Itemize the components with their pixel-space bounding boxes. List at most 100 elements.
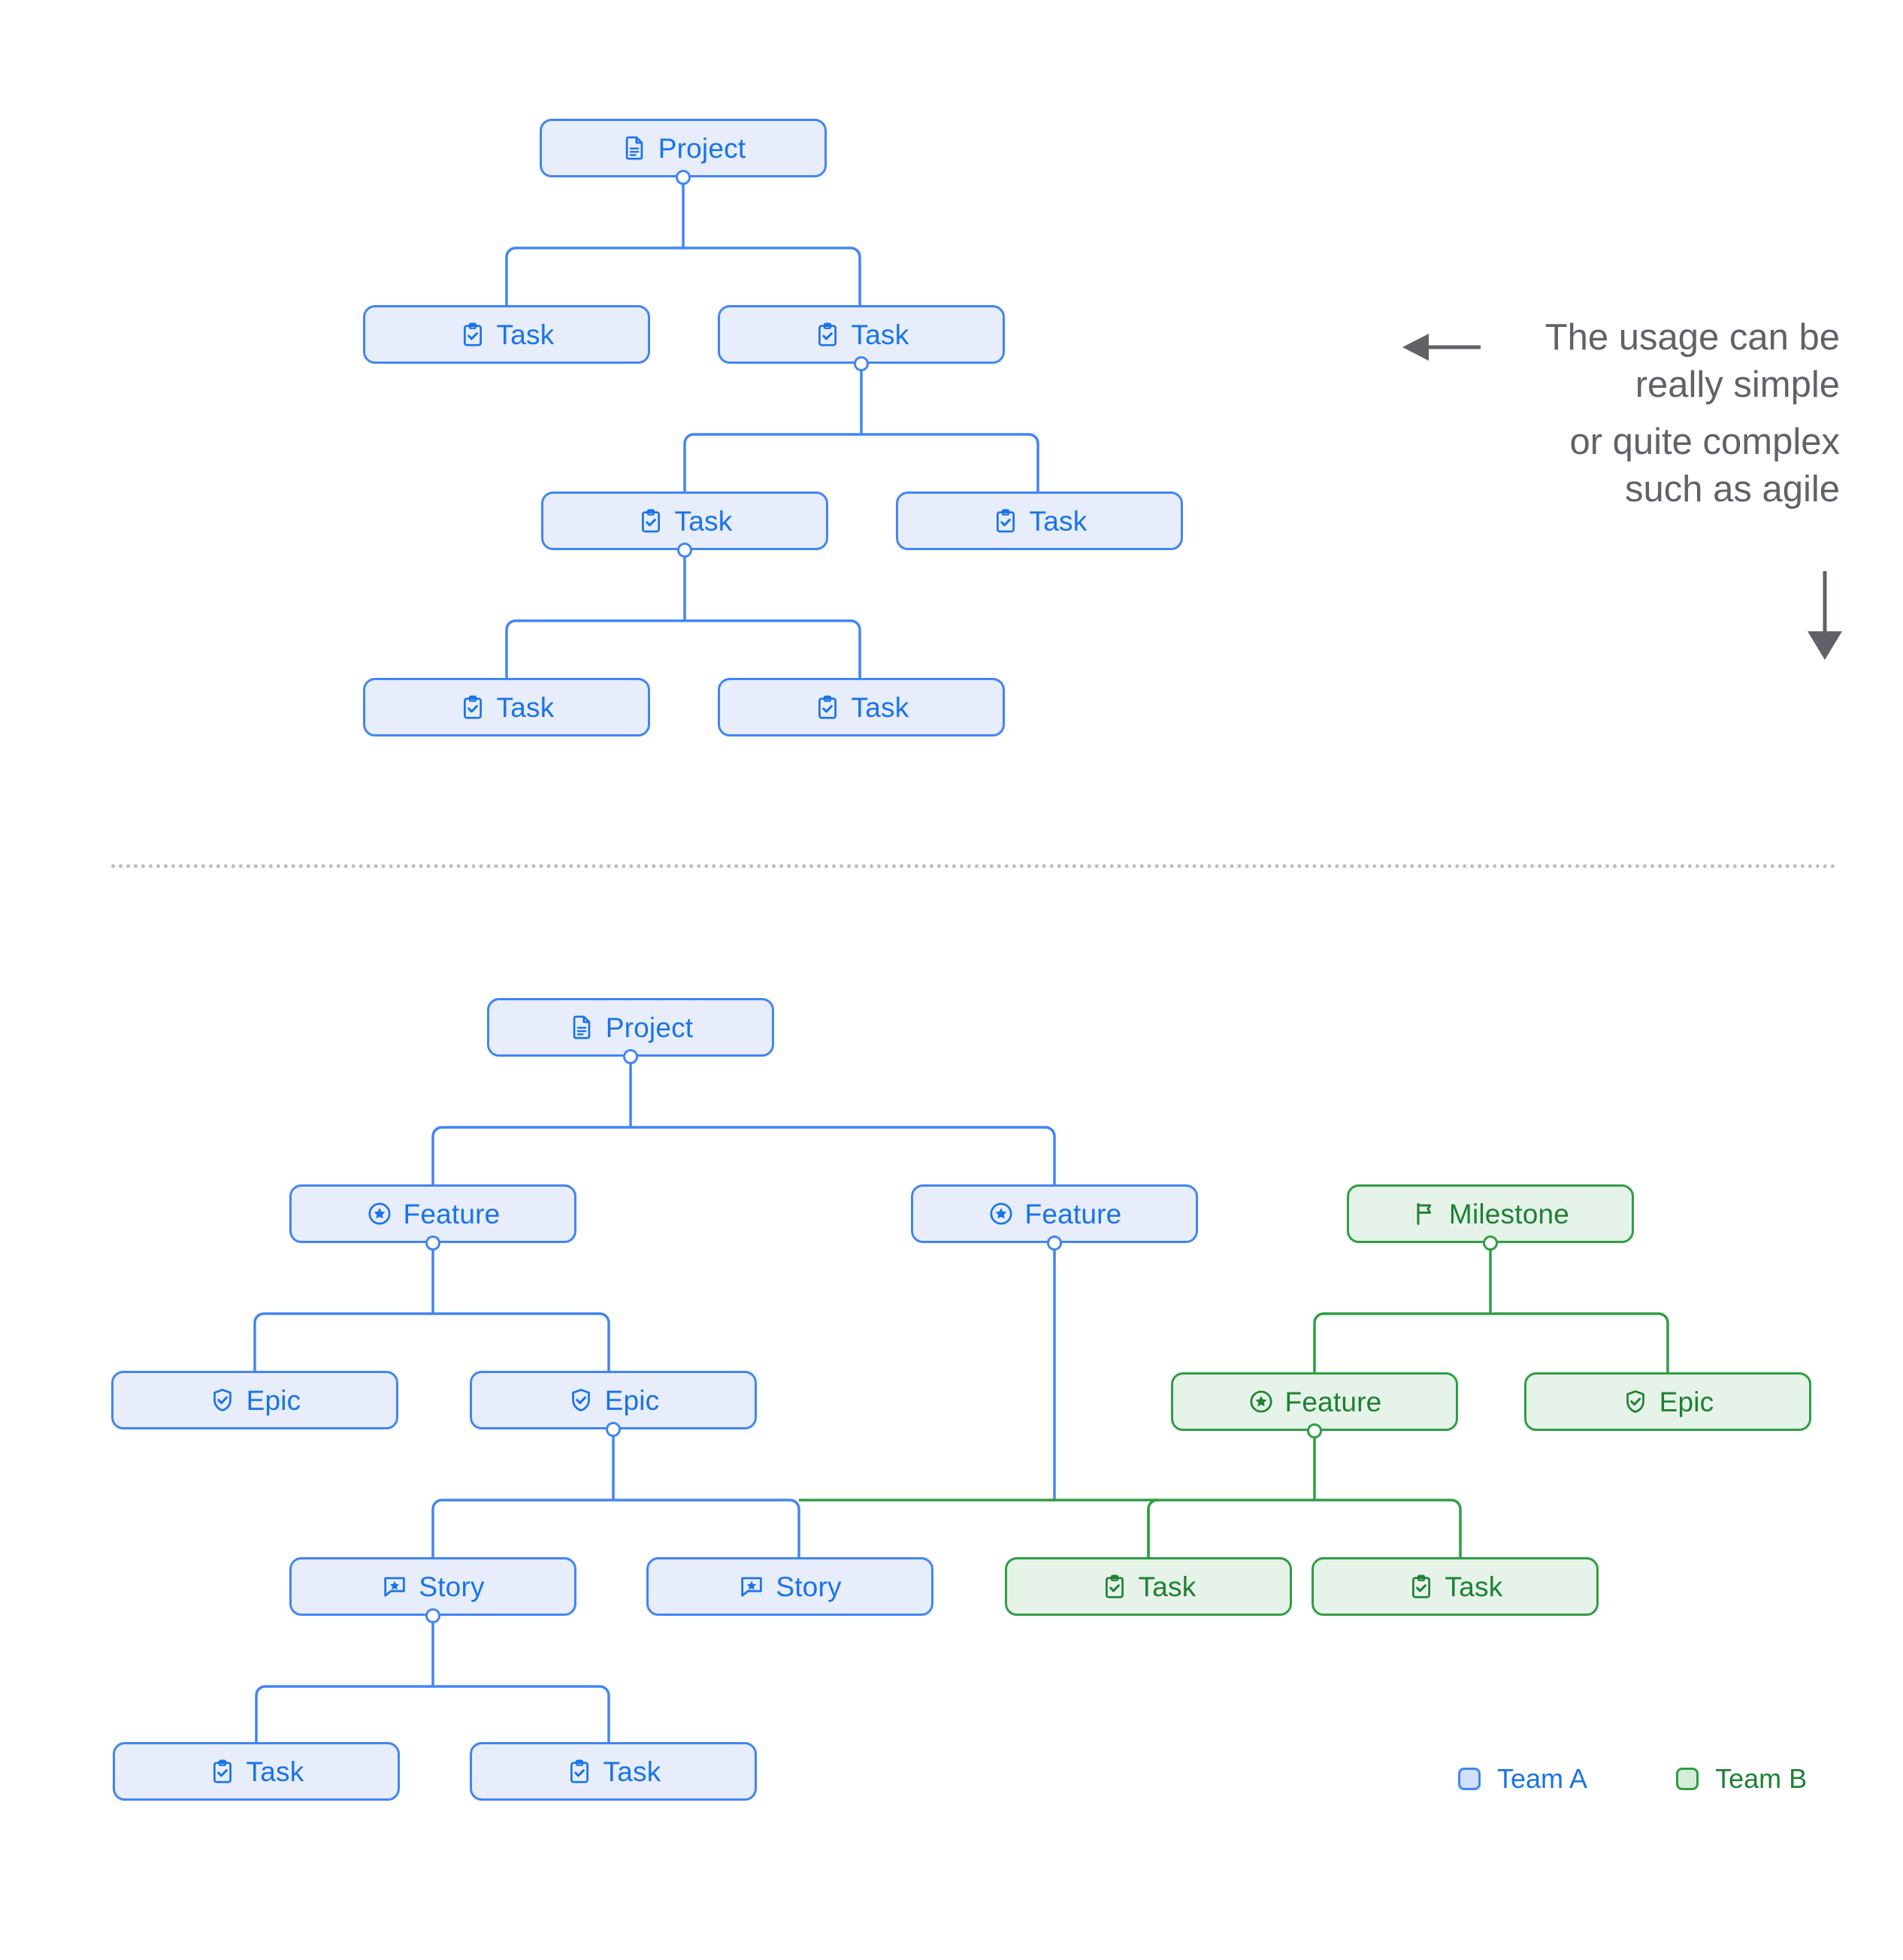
node-label: Project (605, 1012, 694, 1043)
node-label: Task (1138, 1571, 1197, 1602)
edge-bus-a12 (255, 1685, 266, 1742)
connector-dot-s2 (854, 356, 869, 371)
node-task-s2[interactable]: Task (718, 305, 1005, 364)
story-icon (381, 1573, 408, 1600)
node-project-a0[interactable]: Project (487, 998, 774, 1057)
shield-check-icon (1622, 1388, 1649, 1415)
edge-bus-a7 (1658, 1312, 1669, 1372)
legend-label-team-a: Team A (1497, 1763, 1588, 1794)
edge-bus-a13 (599, 1685, 610, 1742)
node-label: Feature (1024, 1198, 1122, 1230)
connector-dot-s3 (677, 543, 692, 558)
legend: Team A Team B (1458, 1763, 1807, 1795)
connector-dot-s0 (676, 170, 691, 185)
node-label: Task (496, 319, 555, 350)
legend-swatch-team-b (1676, 1768, 1699, 1790)
connector-dot-a1 (425, 1236, 440, 1251)
document-icon (568, 1014, 595, 1041)
node-story-a9[interactable]: Story (646, 1557, 933, 1616)
edge-bus-a9 (789, 1499, 800, 1557)
arrow-down-head (1808, 631, 1842, 660)
node-label: Story (419, 1571, 485, 1602)
legend-swatch-team-a (1458, 1768, 1481, 1790)
edge-bus-a1 (431, 1126, 443, 1184)
node-task-a10[interactable]: Task (1005, 1557, 1292, 1616)
legend-item-team-b[interactable]: Team B (1676, 1763, 1807, 1795)
clipboard-check-icon (1101, 1573, 1128, 1600)
connector-dot-a6 (1307, 1423, 1322, 1438)
clipboard-check-icon (459, 321, 486, 348)
edge-bus-a11 (1451, 1499, 1462, 1557)
edge-bus-a8 (431, 1499, 443, 1557)
clipboard-check-icon (209, 1758, 236, 1785)
node-feature-a6[interactable]: Feature (1171, 1372, 1458, 1431)
annotation-line-3: or quite complex (1569, 422, 1840, 463)
star-circle-icon (366, 1200, 393, 1227)
edge-bus-a4 (253, 1312, 265, 1371)
edge-bus-a2 (1045, 1126, 1056, 1184)
node-label: Task (496, 691, 555, 723)
shield-check-icon (567, 1387, 594, 1414)
star-circle-icon (1248, 1388, 1275, 1415)
node-epic-a7[interactable]: Epic (1524, 1372, 1811, 1431)
shield-check-icon (209, 1387, 236, 1414)
legend-label-team-b: Team B (1715, 1763, 1808, 1794)
annotation-line-1: The usage can be (1544, 317, 1840, 358)
connector-dot-a0 (623, 1049, 638, 1064)
connector-dot-a8 (425, 1608, 440, 1623)
node-label: Task (851, 319, 909, 350)
node-label: Feature (403, 1198, 501, 1230)
document-icon (621, 135, 648, 162)
node-label: Task (674, 505, 733, 537)
node-label: Task (246, 1756, 304, 1787)
node-task-a12[interactable]: Task (113, 1742, 400, 1801)
annotation-line-2: really simple (1635, 364, 1840, 405)
node-label: Task (1445, 1571, 1503, 1602)
node-label: Epic (604, 1384, 660, 1416)
node-task-s6[interactable]: Task (718, 678, 1005, 737)
clipboard-check-icon (814, 321, 841, 348)
node-task-a13[interactable]: Task (470, 1742, 757, 1801)
clipboard-check-icon (814, 694, 841, 721)
clipboard-check-icon (1408, 1573, 1435, 1600)
edge-bus-s2 (850, 247, 861, 305)
node-task-a11[interactable]: Task (1312, 1557, 1599, 1616)
node-label: Milestone (1448, 1198, 1570, 1230)
node-task-s5[interactable]: Task (363, 678, 650, 737)
edge-bus-a10-stub (1147, 1499, 1158, 1557)
edge-bus-s3 (683, 433, 694, 492)
connector-dot-a3 (1483, 1236, 1498, 1251)
edge-bus-a6 (1313, 1312, 1324, 1372)
node-label: Feature (1284, 1386, 1382, 1417)
connector-dot-a2 (1047, 1236, 1062, 1251)
node-project-s0[interactable]: Project (540, 119, 827, 177)
edge-bus-s5 (505, 619, 516, 678)
clipboard-check-icon (637, 507, 664, 534)
node-feature-a1[interactable]: Feature (289, 1184, 576, 1243)
edge-bus-a5 (599, 1312, 610, 1371)
node-task-s4[interactable]: Task (896, 492, 1183, 550)
legend-item-team-a[interactable]: Team A (1458, 1763, 1587, 1795)
node-epic-a4[interactable]: Epic (111, 1371, 398, 1429)
node-task-s3[interactable]: Task (541, 492, 828, 550)
clipboard-check-icon (459, 694, 486, 721)
node-label: Story (776, 1571, 842, 1602)
node-epic-a5[interactable]: Epic (470, 1371, 757, 1429)
edge-bus-s1 (505, 247, 516, 305)
star-circle-icon (988, 1200, 1015, 1227)
section-divider (111, 864, 1836, 868)
node-label: Project (658, 132, 746, 164)
clipboard-check-icon (992, 507, 1019, 534)
annotation-line-4: such as agile (1624, 469, 1840, 510)
annotation-text: The usage can be really simple or quite … (1488, 314, 1840, 513)
node-task-s1[interactable]: Task (363, 305, 650, 364)
arrow-left-head (1402, 334, 1429, 361)
node-milestone-a3[interactable]: Milestone (1347, 1184, 1634, 1243)
node-story-a8[interactable]: Story (289, 1557, 576, 1616)
node-feature-a2[interactable]: Feature (911, 1184, 1198, 1243)
node-label: Epic (246, 1384, 301, 1416)
edge-bus-s4 (1028, 433, 1039, 492)
clipboard-check-icon (566, 1758, 593, 1785)
